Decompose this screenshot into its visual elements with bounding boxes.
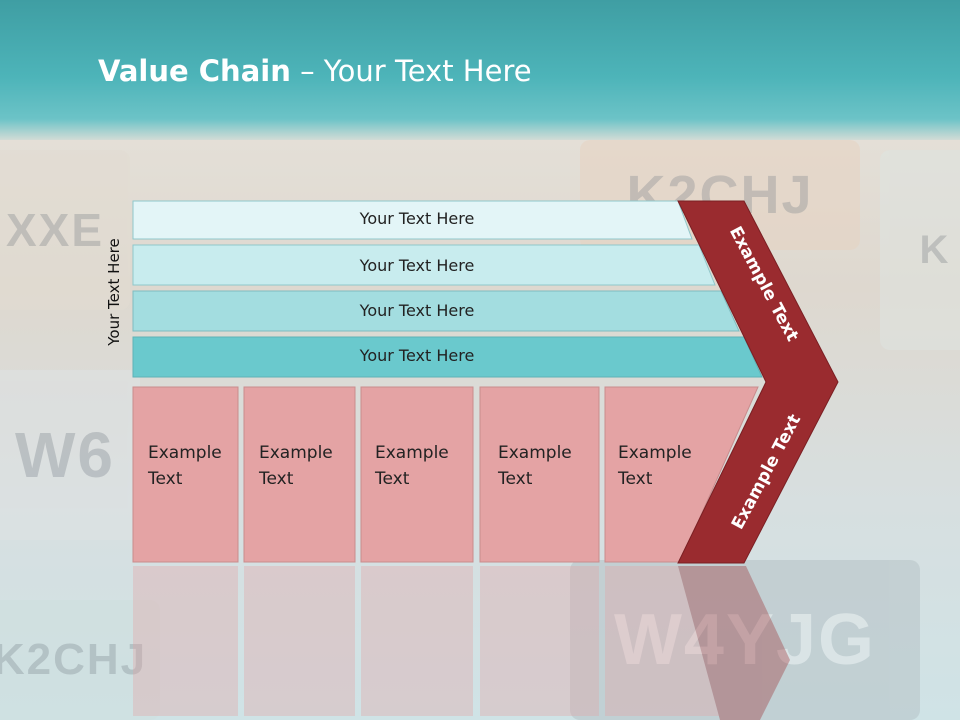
row-band-4 — [132, 336, 763, 378]
cell-box-2 — [243, 386, 356, 563]
header-band — [0, 0, 960, 140]
row-label-2: Your Text Here — [359, 256, 475, 275]
cell-text-1: Example Text — [148, 440, 222, 492]
row-band-3 — [132, 290, 740, 332]
row-band-2 — [132, 244, 716, 286]
cell-line1: Example — [259, 443, 333, 463]
background-plate: XXE — [0, 150, 130, 310]
cell-line2: Text — [498, 469, 533, 489]
slide-title: Value Chain – Your Text Here — [98, 54, 532, 88]
side-label: Your Text Here — [105, 238, 123, 346]
background-plate: K2CHJ — [0, 600, 160, 720]
cell-line2: Text — [618, 469, 653, 489]
row-label-3: Your Text Here — [359, 301, 475, 320]
background-plate: W4YJG — [570, 560, 920, 720]
diagram-reflection — [133, 566, 790, 720]
background-plate: W6 — [0, 370, 140, 540]
cell-text-4: Example Text — [498, 440, 572, 492]
cell-line1: Example — [148, 443, 222, 463]
cell-text-3: Example Text — [375, 440, 449, 492]
cell-line2: Text — [375, 469, 410, 489]
row-label-4: Your Text Here — [359, 346, 475, 365]
row-label-1: Your Text Here — [359, 209, 475, 228]
cell-box-3 — [360, 386, 474, 563]
cell-line2: Text — [259, 469, 294, 489]
cell-line2: Text — [148, 469, 183, 489]
margin-chevron — [677, 200, 839, 564]
cell-text-2: Example Text — [259, 440, 333, 492]
cell-box-1 — [132, 386, 239, 563]
cell-box-4 — [479, 386, 600, 563]
row-band-1 — [132, 200, 693, 240]
cell-text-5: Example Text — [618, 440, 692, 492]
cell-line1: Example — [618, 443, 692, 463]
title-bold: Value Chain — [98, 54, 291, 88]
background-plate: K — [880, 150, 960, 350]
title-rest: – Your Text Here — [290, 54, 532, 88]
cell-line1: Example — [498, 443, 572, 463]
cell-line1: Example — [375, 443, 449, 463]
